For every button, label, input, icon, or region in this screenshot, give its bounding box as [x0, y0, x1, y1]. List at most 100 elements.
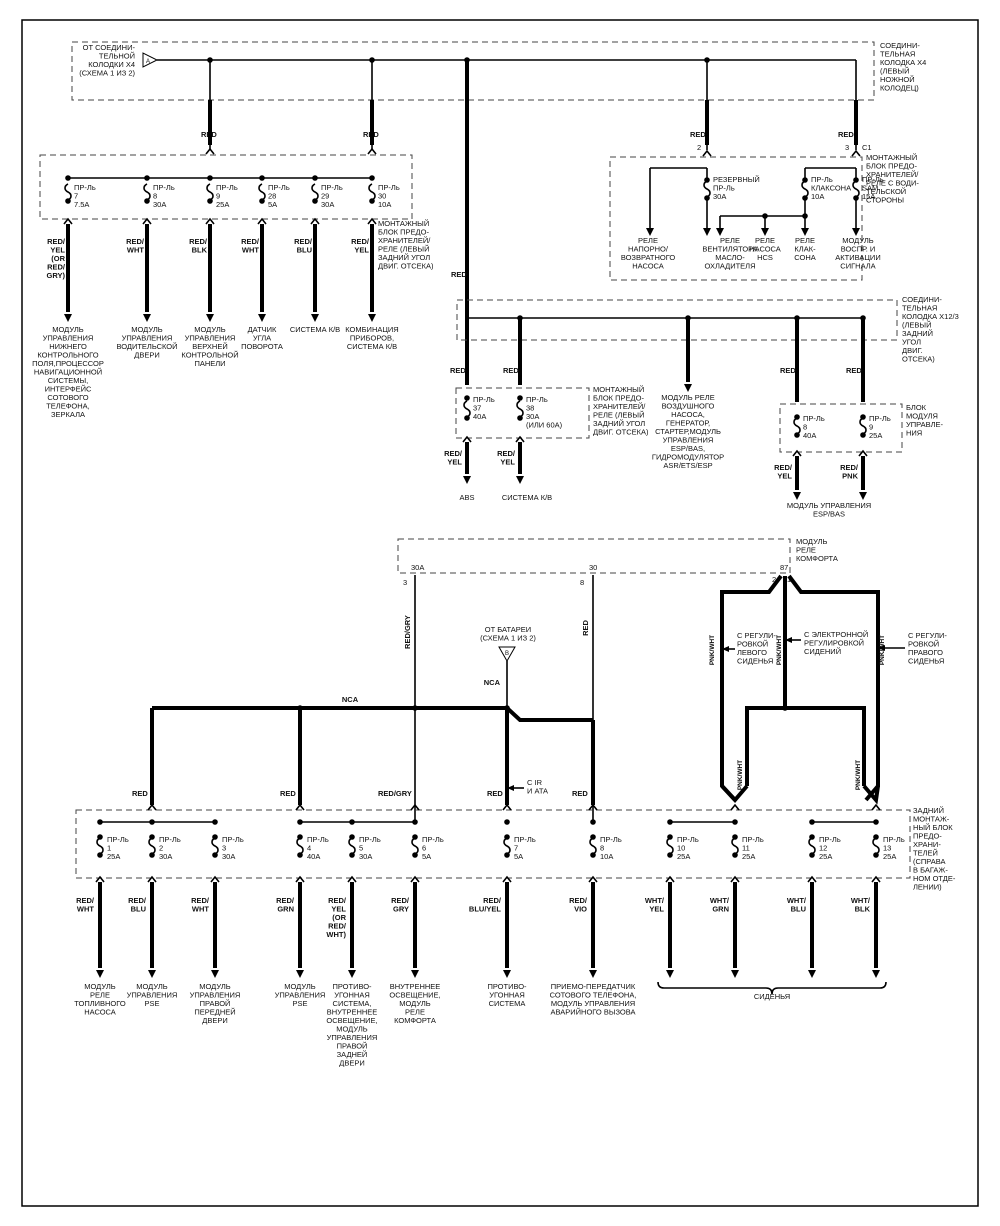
wire [862, 784, 880, 805]
offpage-marker-b-icon [498, 646, 516, 663]
connector-icon [257, 217, 267, 225]
splice-dot [97, 819, 103, 825]
splice-dot [794, 432, 800, 438]
wire-label: RED [838, 130, 854, 139]
wire-label: RED [572, 789, 588, 798]
output-arrow-icon [411, 970, 419, 978]
connector-icon [147, 875, 157, 883]
wire-color-label: RED/PNK [840, 463, 859, 481]
output-arrow-icon [296, 970, 304, 978]
splice-dot [853, 177, 859, 183]
diagram-frame [21, 19, 979, 1207]
wire-color-label: RED/BLU [128, 896, 147, 914]
connector-icon [462, 435, 472, 443]
splice-dot [667, 834, 673, 840]
wire-color-label: RED/YEL [351, 237, 370, 255]
output-arrow-icon [148, 970, 156, 978]
pin-label: 2 [697, 143, 701, 152]
fuse-icon [503, 837, 511, 855]
rear-fusebox-outline [75, 809, 911, 879]
wire-color-label: WHT/GRN [710, 896, 730, 914]
wire-color-label: PNK/WHT [879, 635, 886, 665]
output-arrow-icon [684, 384, 692, 392]
pin-label: 8 [580, 578, 584, 587]
wire-color-label: PNK/WHT [776, 635, 783, 665]
output-arrow-icon [143, 314, 151, 322]
splice-dot [732, 819, 738, 825]
splice-dot [504, 852, 510, 858]
splice-dot [704, 177, 710, 183]
pin-label: C1 [862, 143, 872, 152]
splice-dot [412, 834, 418, 840]
wire-label: RED [450, 366, 466, 375]
fuse-icon [703, 180, 711, 198]
connector-icon [147, 803, 157, 811]
connector-icon [515, 435, 525, 443]
wire-color-label: RED/VIO [569, 896, 588, 914]
connector-icon [410, 803, 420, 811]
wire-color-label: RED/YEL [444, 449, 463, 467]
output-arrow-icon [872, 970, 880, 978]
wire [720, 784, 749, 804]
splice-dot [412, 852, 418, 858]
splice-dot [369, 175, 375, 181]
splice-dot [809, 819, 815, 825]
connector-icon [142, 217, 152, 225]
relay-arrow-icon [646, 228, 654, 236]
wire-color-label: RED/BLU/YEL [469, 896, 502, 914]
splice-dot [590, 819, 596, 825]
wire-color-label: WHT/BLU [787, 896, 807, 914]
fuse-icon [64, 183, 72, 201]
seat-feed-wire [787, 574, 880, 802]
splice-dot [149, 852, 155, 858]
connector-icon [295, 803, 305, 811]
splice-dot [65, 198, 71, 204]
terminal-label: 30A [411, 563, 424, 572]
splice-dot [207, 175, 213, 181]
output-arrow-icon [463, 476, 471, 484]
fuse-icon [211, 837, 219, 855]
wire-label: RED [487, 789, 503, 798]
output-arrow-icon [808, 970, 816, 978]
seats-brace [657, 981, 887, 995]
marker-a-label: A [146, 59, 150, 65]
connector-icon [851, 149, 861, 157]
splice-dot [297, 834, 303, 840]
splice-dot [517, 415, 523, 421]
seat-feed-wire [720, 574, 783, 802]
connector-icon [665, 875, 675, 883]
connector-icon [310, 217, 320, 225]
splice-dot [412, 819, 418, 825]
fuse-icon [859, 417, 867, 435]
splice-dot [212, 834, 218, 840]
fuse-icon [348, 837, 356, 855]
connector-icon [730, 803, 740, 811]
fuse-icon [206, 183, 214, 201]
from-battery-label: ОТ БАТАРЕИ(СХЕМА 1 ИЗ 2) [480, 625, 536, 643]
fuse-icon [808, 837, 816, 855]
splice-dot [144, 198, 150, 204]
connector-icon [295, 875, 305, 883]
fuse-icon [589, 837, 597, 855]
connector-icon [410, 875, 420, 883]
splice-dot [207, 198, 213, 204]
arrow-icon [716, 228, 724, 236]
